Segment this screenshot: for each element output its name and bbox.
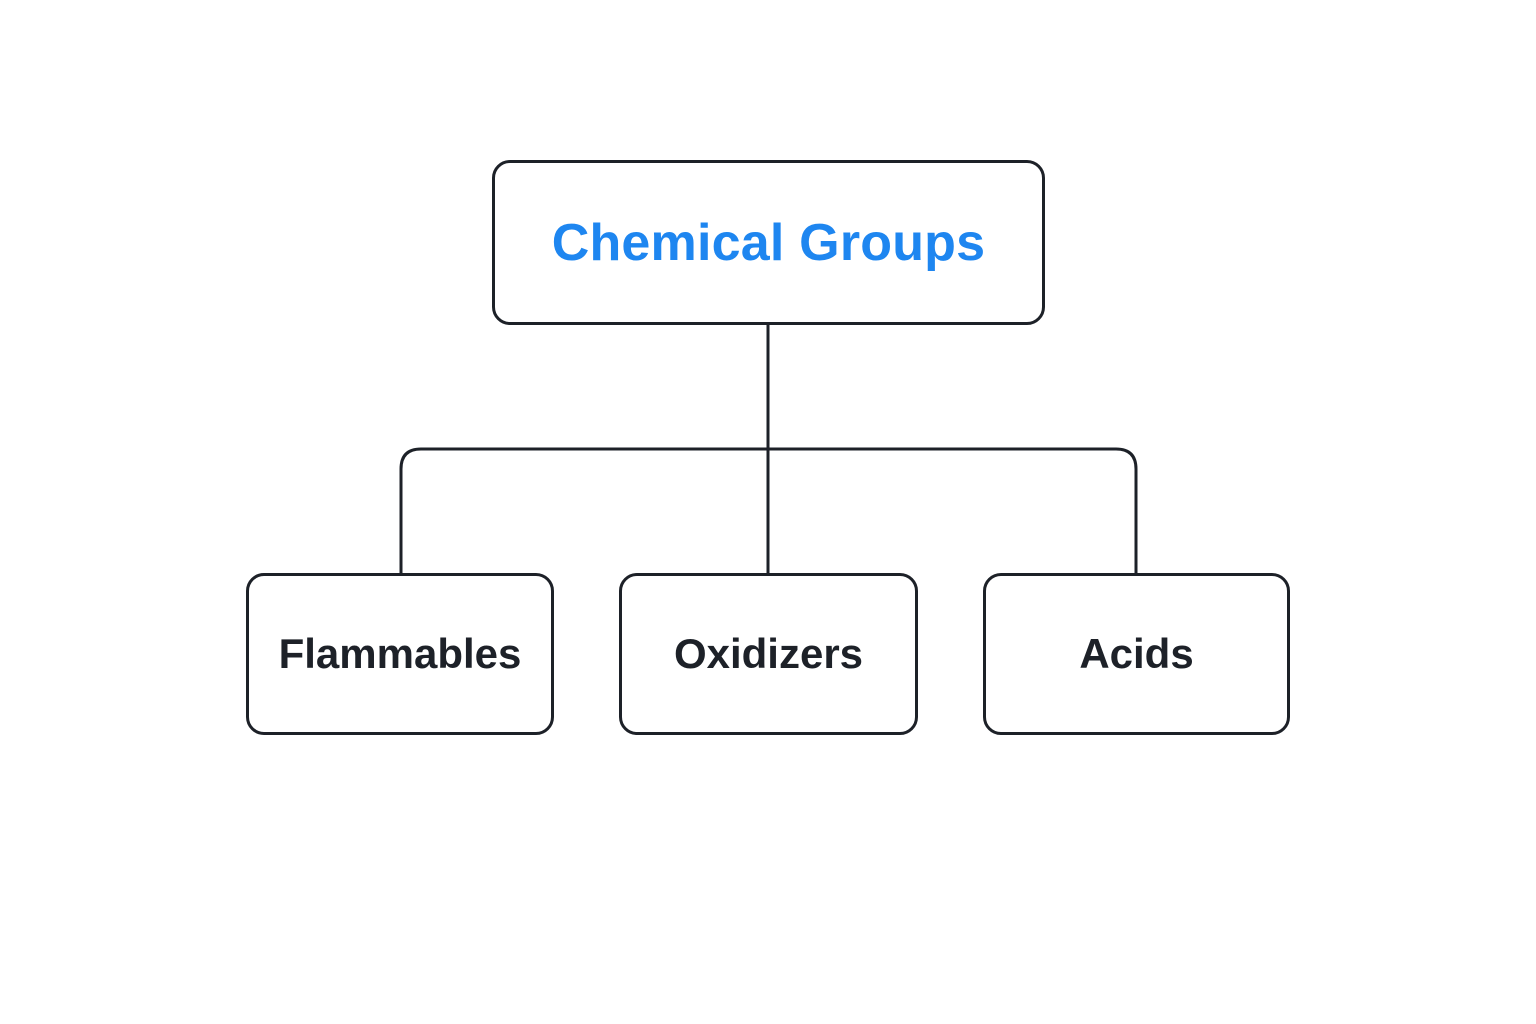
child-node-label-flammables: Flammables: [278, 630, 522, 677]
child-node-label-acids: Acids: [1079, 630, 1194, 677]
child-node-label-oxidizers: Oxidizers: [673, 630, 864, 677]
child-node-flammables: Flammables: [246, 573, 554, 735]
root-node-label: Chemical Groups: [551, 213, 986, 272]
child-node-oxidizers: Oxidizers: [619, 573, 918, 735]
branch-line-acids: [766, 447, 1138, 575]
root-node-chemical-groups: Chemical Groups: [492, 160, 1045, 325]
branch-line-flammables: [399, 447, 770, 575]
child-node-acids: Acids: [983, 573, 1290, 735]
